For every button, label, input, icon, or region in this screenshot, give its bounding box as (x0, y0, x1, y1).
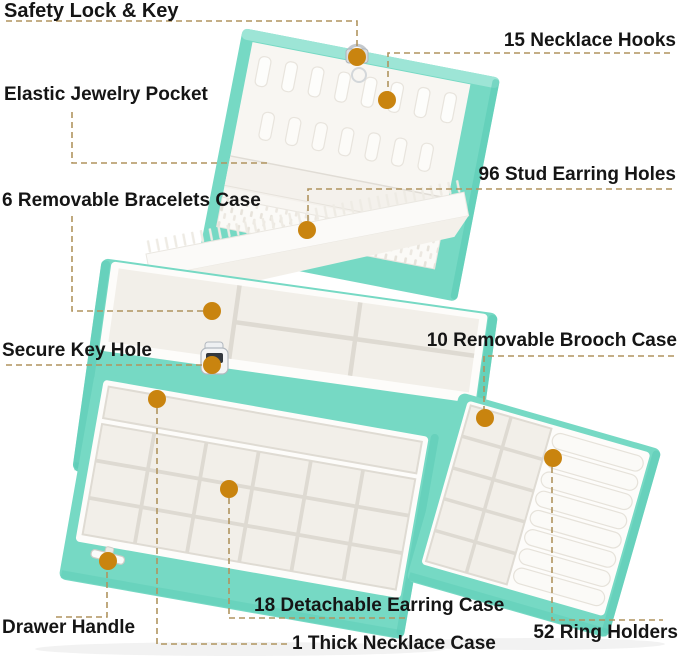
label-elastic-pocket: Elastic Jewelry Pocket (4, 84, 208, 105)
label-earring-case: 18 Detachable Earring Case (254, 595, 505, 616)
leader-elastic-pocket (71, 112, 268, 164)
leader-ring-holders (551, 467, 663, 621)
label-bracelets-case: 6 Removable Bracelets Case (2, 190, 261, 211)
label-brooch-case: 10 Removable Brooch Case (426, 330, 677, 351)
necklace-hooks-row-1 (254, 56, 458, 124)
brooch-case-grid (424, 404, 553, 586)
dot-secure-key (203, 356, 221, 374)
dot-earring-case (220, 480, 238, 498)
leader-drawer-handle (56, 570, 108, 618)
earring-case-grid (81, 422, 417, 591)
leader-brooch-case (483, 355, 674, 409)
tray-right-edge (602, 450, 661, 634)
dot-safety-lock (348, 48, 366, 66)
tray-front-edge (408, 572, 609, 637)
drawer-right-edge (396, 433, 439, 636)
thick-necklace-case (101, 385, 424, 475)
label-necklace-hooks: 15 Necklace Hooks (503, 30, 676, 51)
bracelets-tray-dividers (226, 285, 475, 376)
dot-necklace-case (148, 390, 166, 408)
dot-ring-holders (544, 449, 562, 467)
label-stud-earring: 96 Stud Earring Holes (478, 164, 676, 185)
drawer (59, 373, 439, 639)
label-necklace-case: 1 Thick Necklace Case (292, 633, 496, 654)
dot-brooch-case (476, 409, 494, 427)
dot-stud-earring (298, 221, 316, 239)
necklace-hooks-row-2 (258, 111, 434, 172)
dot-drawer-handle (99, 552, 117, 570)
leader-stud-earring (307, 188, 672, 221)
leader-necklace-hooks (387, 52, 670, 92)
leader-bracelets-case (71, 216, 203, 312)
leader-earring-case (228, 498, 408, 619)
ring-holder-rolls (513, 432, 644, 607)
drawer-shadow (35, 642, 445, 656)
label-secure-key: Secure Key Hole (2, 340, 152, 361)
lid-right-edge (450, 79, 500, 300)
leader-safety-lock (6, 20, 358, 50)
brooch-ring-tray (407, 393, 661, 637)
clasp-ring (351, 67, 367, 83)
label-safety-lock: Safety Lock & Key (4, 0, 179, 22)
leader-necklace-case (156, 408, 290, 645)
dot-necklace-hooks (378, 91, 396, 109)
flap-teeth (143, 179, 465, 254)
label-drawer-handle: Drawer Handle (2, 617, 136, 638)
lid-top-edge (241, 28, 500, 88)
drawer-front-edge (60, 570, 403, 639)
tray-shadow (395, 638, 665, 650)
dot-bracelets-case (203, 302, 221, 320)
label-ring-holders: 52 Ring Holders (533, 622, 678, 643)
